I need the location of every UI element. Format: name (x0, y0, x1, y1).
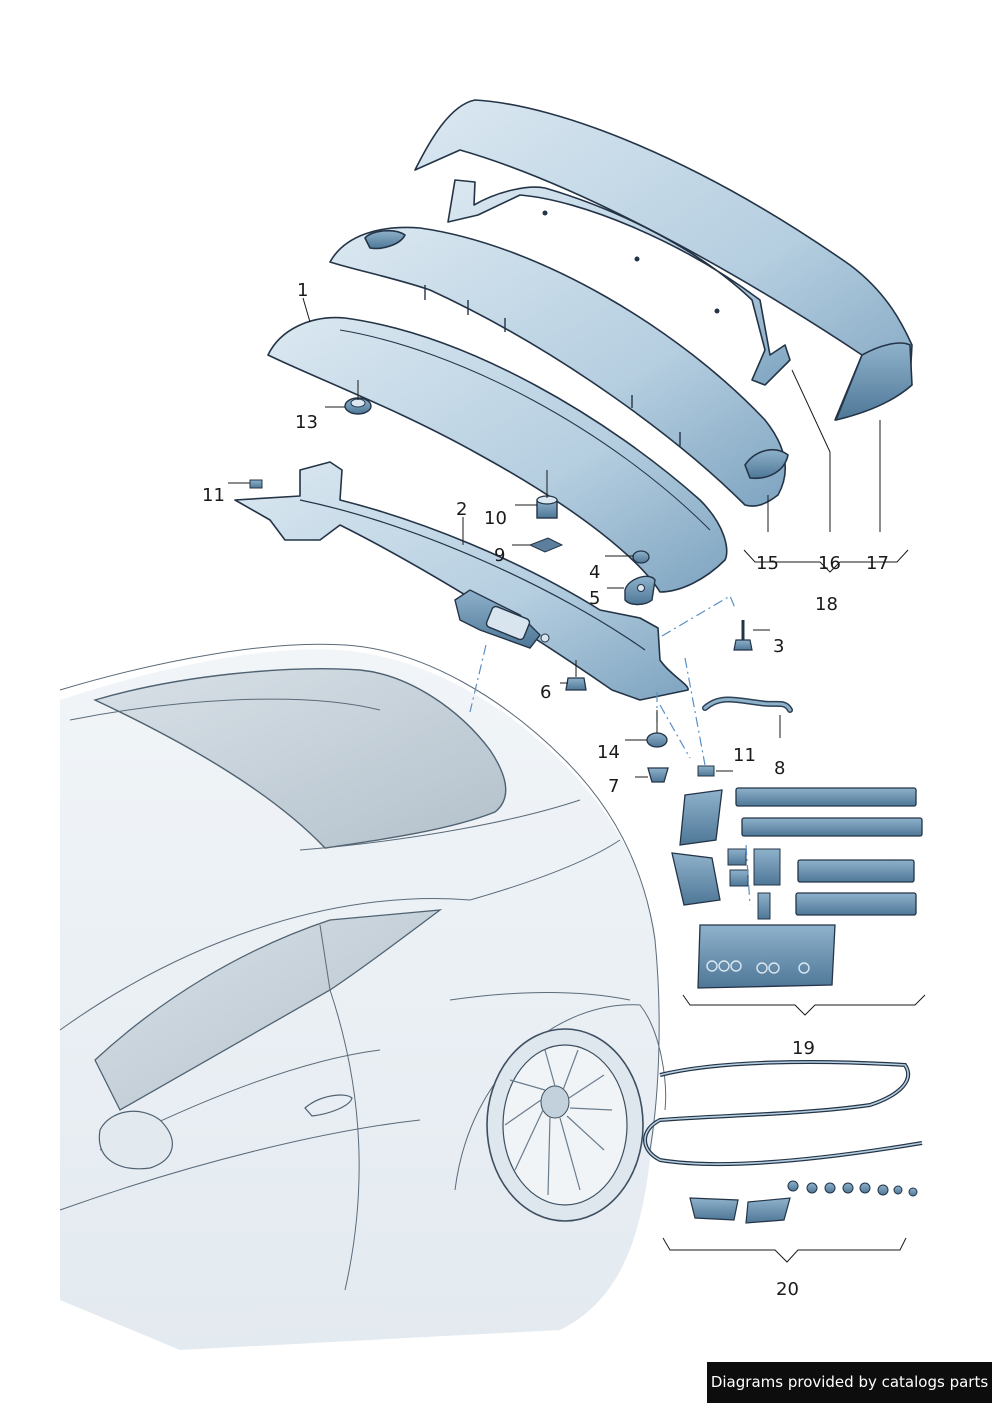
callout-6: 6 (540, 682, 551, 703)
callout-labels: 1 2 3 4 5 6 7 8 9 10 11 11 13 14 15 16 1… (202, 280, 889, 1300)
part-19-trim-kit (671, 787, 923, 989)
part-7-plug (647, 767, 669, 783)
part-17-end-plate (835, 342, 913, 421)
part-2-motor (454, 589, 550, 649)
callout-5: 5 (589, 588, 600, 609)
part-2-spoiler-frame (234, 461, 689, 701)
part-20-seal-kit (643, 1060, 923, 1224)
part-15-spoiler-cover (329, 226, 787, 507)
rear-window (93, 668, 507, 849)
part-10-cap (536, 495, 558, 519)
part-14-grommet (646, 732, 668, 748)
part-11-clip-a (249, 479, 263, 489)
part-1-spoiler-lower (267, 316, 728, 593)
part-6-nut (565, 677, 587, 691)
leader-lines (228, 297, 926, 1263)
callout-15: 15 (756, 553, 779, 574)
part-15-recess-2 (744, 449, 789, 480)
car-body-illustration (59, 643, 667, 1350)
rear-wheel (486, 1028, 644, 1222)
callout-17: 17 (866, 553, 889, 574)
callout-9: 9 (494, 545, 505, 566)
part-3-screw (733, 620, 753, 651)
callout-10: 10 (484, 508, 507, 529)
part-15-recess (364, 229, 406, 250)
watermark-banner: Diagrams provided by catalogs parts (707, 1362, 992, 1403)
callout-18: 18 (815, 594, 838, 615)
side-mirror (98, 1110, 173, 1170)
callout-8: 8 (774, 758, 785, 779)
callout-1: 1 (297, 280, 308, 301)
part-4-nut (632, 550, 650, 564)
callout-16: 16 (818, 553, 841, 574)
callout-13: 13 (295, 412, 318, 433)
callout-3: 3 (773, 636, 784, 657)
callout-14: 14 (597, 742, 620, 763)
part-13-grommet (344, 397, 372, 415)
door-handle (304, 1094, 353, 1117)
callout-2: 2 (456, 499, 467, 520)
part-9-pad (528, 537, 564, 553)
callout-20: 20 (776, 1279, 799, 1300)
part-16-support-rail (447, 179, 791, 386)
callout-11-b: 11 (733, 745, 756, 766)
callout-19: 19 (792, 1038, 815, 1059)
callout-7: 7 (608, 776, 619, 797)
side-window (94, 909, 443, 1111)
callout-4: 4 (589, 562, 600, 583)
callout-11-a: 11 (202, 485, 225, 506)
part-11-clip-b (697, 765, 715, 777)
